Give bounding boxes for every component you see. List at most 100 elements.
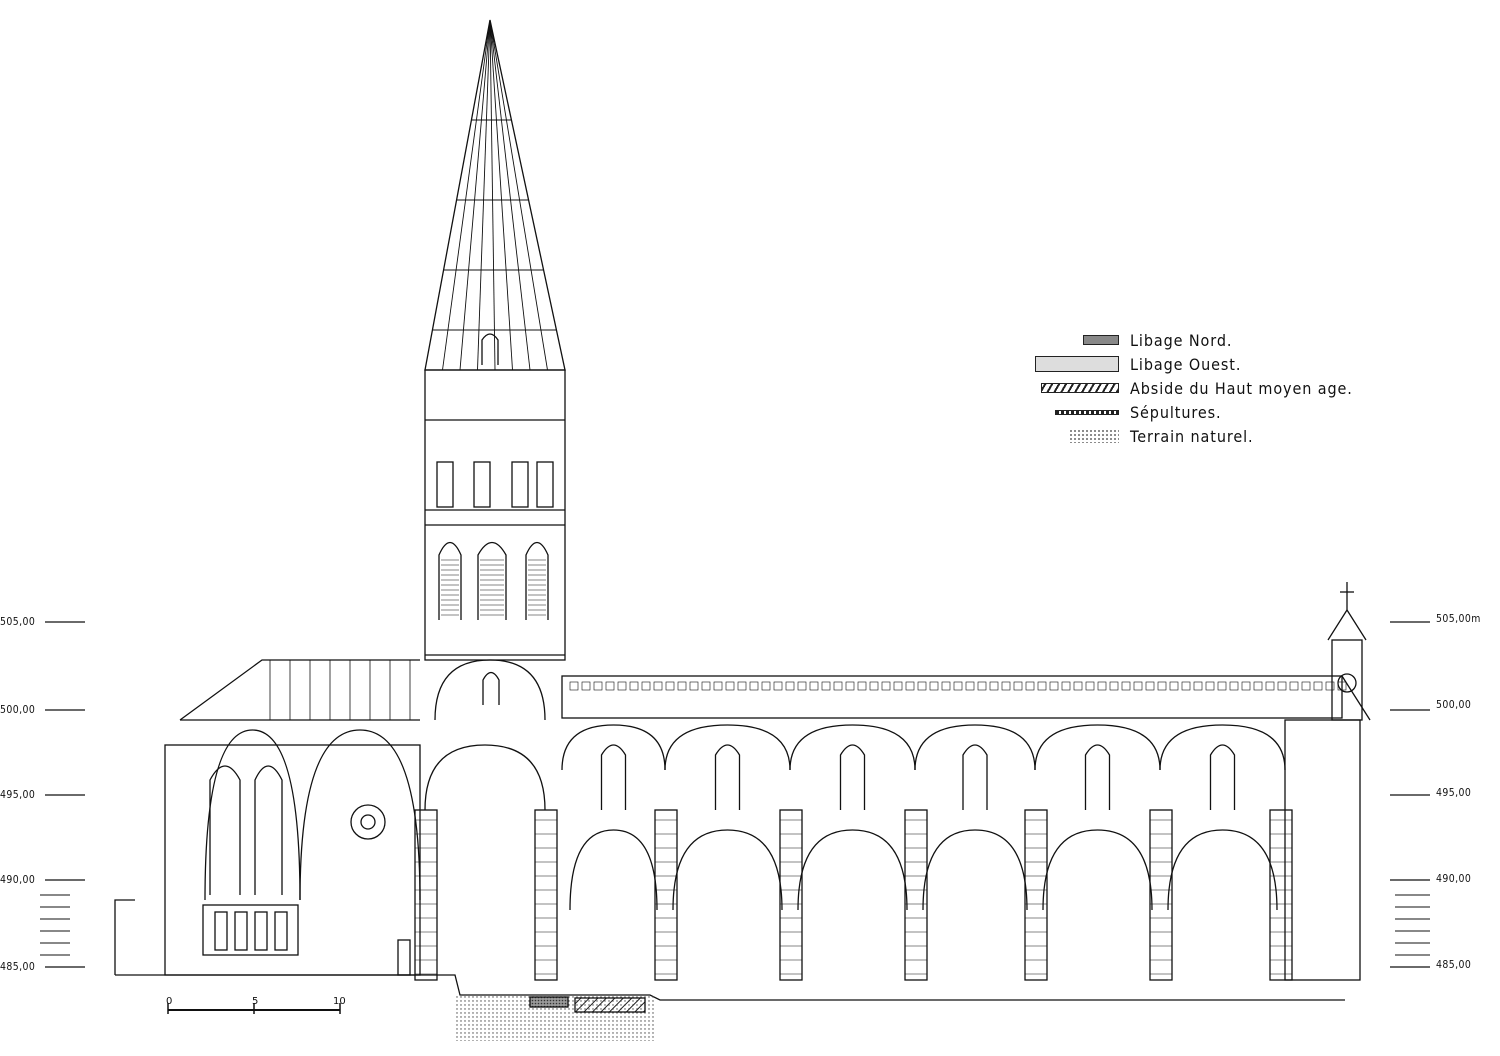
belfry-window [438,541,462,620]
crossing-arch [424,744,546,811]
roof-block [1205,681,1215,691]
roof-block [797,681,807,691]
chapel-vault [204,729,301,901]
roof-block [701,681,711,691]
roof-block [809,681,819,691]
roof-block [653,681,663,691]
roof-block [605,681,615,691]
roof-block [857,681,867,691]
upper-arch [914,724,1036,771]
roof-block [629,681,639,691]
belfry-louver [436,461,454,508]
dotted-swatch-icon [1035,356,1119,372]
roof-block [1121,681,1131,691]
choir-stalls [202,904,299,956]
legend-label: Libage Ouest. [1130,354,1242,374]
rose-window [350,804,386,840]
roof-block [677,681,687,691]
spire-rafter [489,19,548,371]
roof-block [581,681,591,691]
roof-block [821,681,831,691]
legend-label: Terrain naturel. [1130,426,1254,446]
roof-block [1193,681,1203,691]
spire-rafter [459,19,491,371]
upper-arch [1159,724,1286,771]
scale-label-10: 10 [333,996,346,1007]
roof-block [689,681,699,691]
elevation-label: 495,00 [1436,786,1472,799]
pier [1269,809,1293,981]
lower-arcade-arch [1167,829,1278,911]
roof-block [749,681,759,691]
roof-block [1085,681,1095,691]
roof-block [1241,681,1251,691]
pier [414,809,438,981]
ground-line [115,974,1345,1001]
roof-block [1133,681,1143,691]
elevation-label: 490,00 [1436,872,1472,885]
roof-block [1013,681,1023,691]
stipple-swatch-icon [1069,429,1119,443]
roof-block [1049,681,1059,691]
roof-block [1001,681,1011,691]
belfry-window [525,541,549,620]
roof-block [833,681,843,691]
roof-block [1301,681,1311,691]
roof-block [869,681,879,691]
roof-block [977,681,987,691]
stall-panel [214,911,228,951]
clerestory-window [839,744,866,810]
crosshatch-swatch-icon [1083,335,1119,345]
roof-block [1313,681,1323,691]
roof-block [1217,681,1227,691]
roof-block [1097,681,1107,691]
clerestory-window [600,744,627,810]
elevation-label: 505,00m [1436,612,1481,625]
roof-block [725,681,735,691]
scale-label-0: 0 [166,996,173,1007]
pier [654,809,678,981]
roof-block [1157,681,1167,691]
turret-roof [1327,608,1367,641]
roof-block [953,681,963,691]
spire-outline [424,19,566,371]
libage-nord-block [529,996,569,1008]
lower-arcade-arch [672,829,783,911]
roof-block [989,681,999,691]
roof-block [761,681,771,691]
spire-rafter [489,19,513,371]
bell-turret [1331,639,1363,721]
spire-rafter [442,19,491,371]
roof-block [665,681,675,691]
roof-block [773,681,783,691]
roof-block [929,681,939,691]
spire-rafter [489,19,496,371]
nave-roof [561,675,1343,719]
belfry-louver [536,461,554,508]
clerestory-window [1084,744,1111,810]
lower-arcade-arch [1042,829,1153,911]
hatched-swatch-icon [1041,383,1119,393]
scale-label-5: 5 [252,996,259,1007]
roof-block [1061,681,1071,691]
clerestory-window [962,744,988,810]
legend-label: Sépultures. [1130,402,1222,422]
roof-block [1229,681,1239,691]
elevation-label: 500,00 [0,703,36,716]
roof-block [569,681,579,691]
elevation-label: 490,00 [0,873,36,886]
tower-crossing-vault [434,659,546,721]
roof-block [737,681,747,691]
roof-block [1169,681,1179,691]
turret-clock [1337,673,1357,693]
bell-tower [424,369,566,661]
belfry-louver [511,461,529,508]
dashed-swatch-icon [1055,409,1119,415]
roof-block [941,681,951,691]
left-roof [179,659,420,721]
roof-block [1325,681,1335,691]
clerestory-window [1209,744,1236,810]
roof-block [1289,681,1299,691]
